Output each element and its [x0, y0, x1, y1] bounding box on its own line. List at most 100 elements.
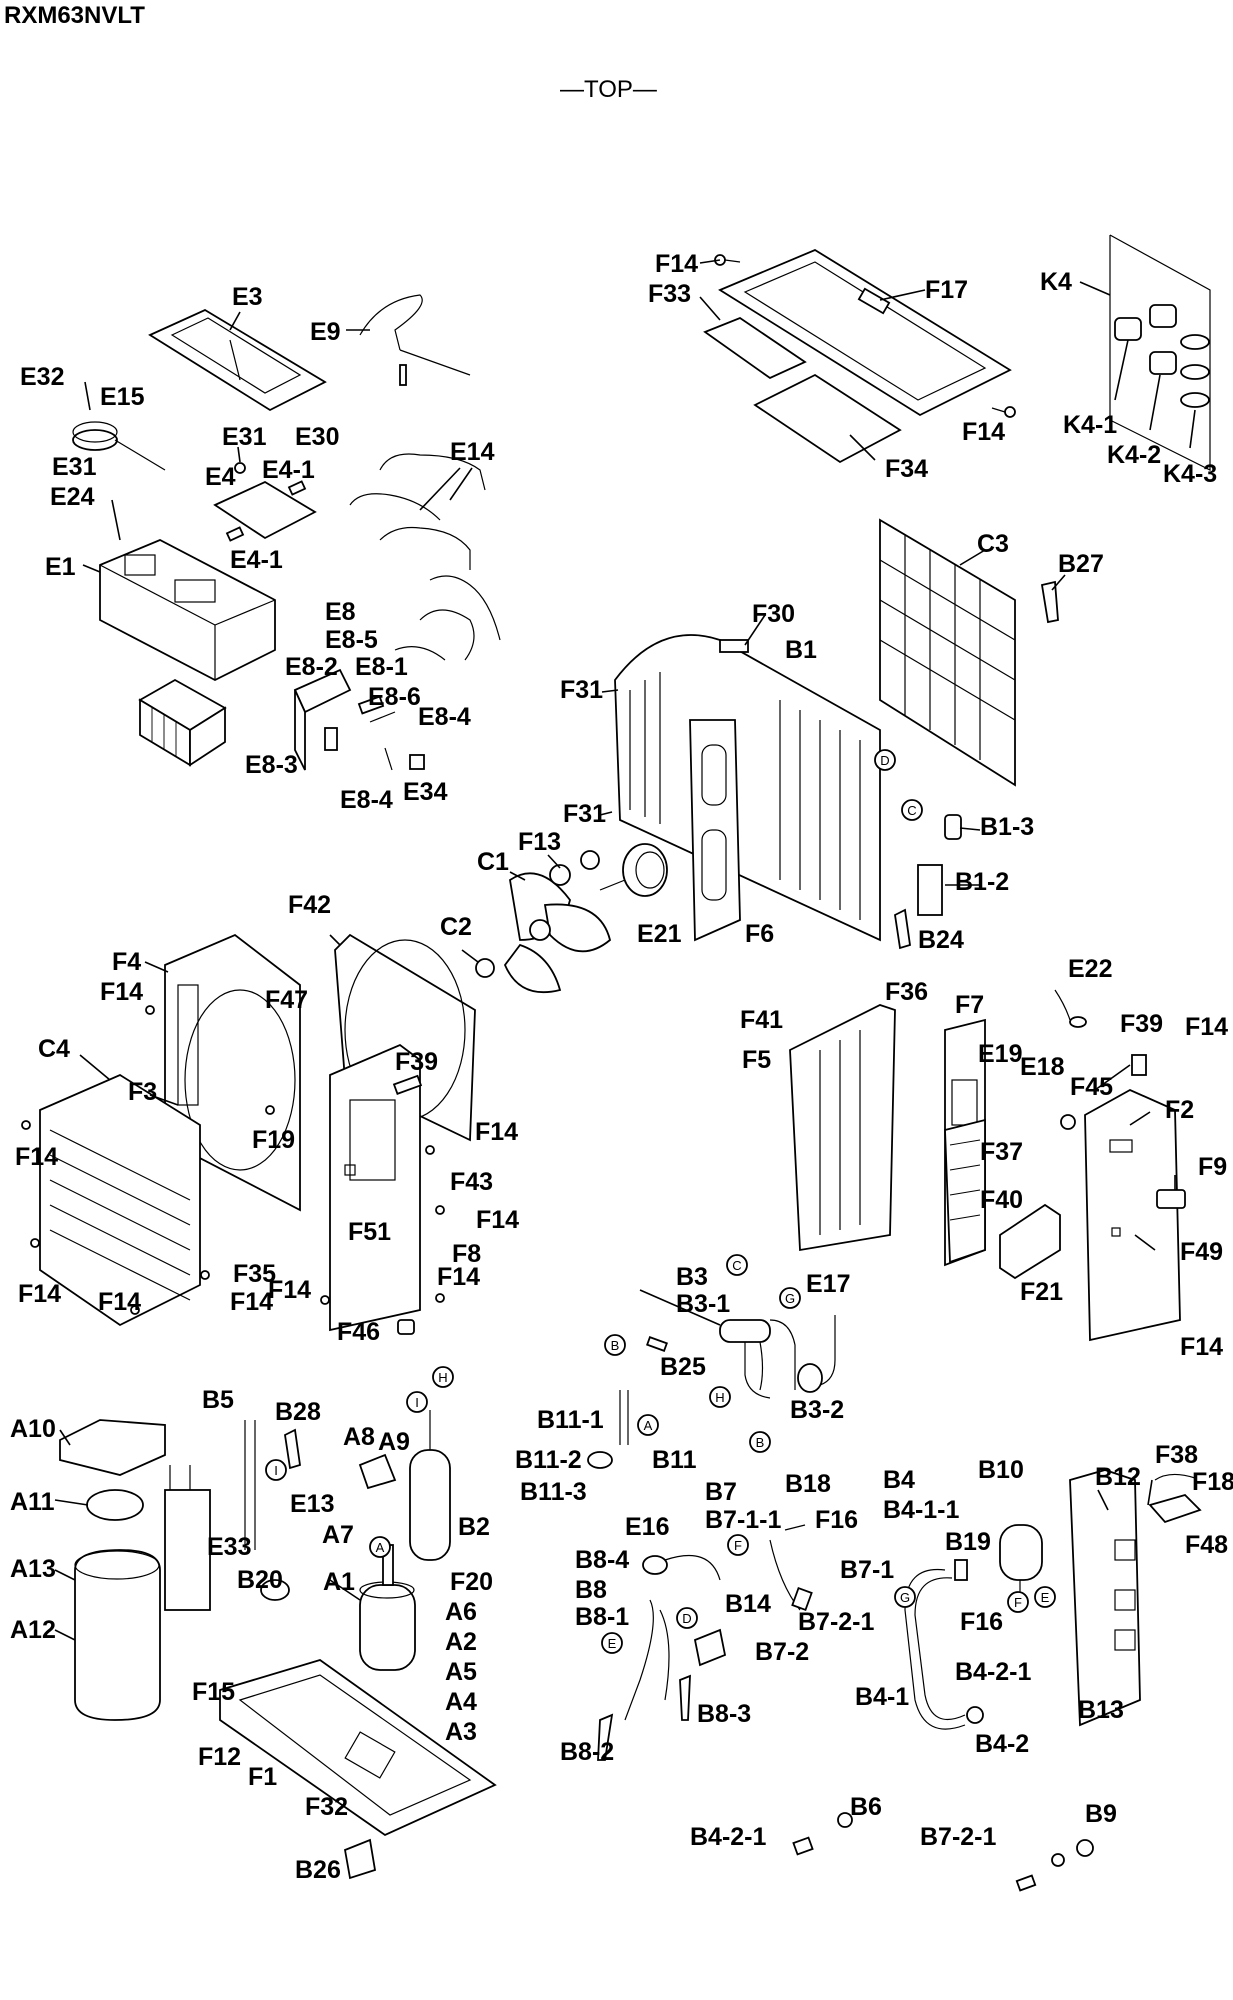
callout-e16: E16 — [625, 1513, 669, 1541]
callout-f34: F34 — [885, 455, 928, 483]
callout-f48: F48 — [1185, 1531, 1228, 1559]
callout-f7: F7 — [955, 991, 984, 1019]
callout-b11: B11 — [652, 1446, 697, 1474]
callout-c1: C1 — [477, 848, 509, 876]
callout-b4-2-1b: B4-2-1 — [690, 1823, 767, 1851]
callout-e1: E1 — [45, 553, 76, 581]
callout-b6: B6 — [850, 1793, 882, 1821]
callout-f42: F42 — [288, 891, 331, 919]
callout-a13: A13 — [10, 1555, 56, 1583]
callout-e17: E17 — [806, 1270, 850, 1298]
svg-text:D: D — [682, 1611, 691, 1626]
callout-f43: F43 — [450, 1168, 493, 1196]
callout-f14h: F14 — [18, 1280, 61, 1308]
model-title: RXM63NVLT — [4, 2, 145, 29]
callout-e32: E32 — [20, 363, 64, 391]
part-e14-wires — [349, 453, 501, 661]
callout-f17: F17 — [925, 276, 968, 304]
callout-b8-1: B8-1 — [575, 1603, 629, 1631]
svg-text:A: A — [376, 1540, 385, 1555]
part-f21-bracket — [999, 1203, 1061, 1280]
marker-h2: H — [432, 1366, 454, 1388]
svg-text:E: E — [608, 1636, 617, 1651]
svg-text:B: B — [611, 1338, 620, 1353]
part-e33-heater — [164, 1465, 211, 1611]
part-f18-f48-parts — [1148, 1473, 1202, 1524]
callout-e8-4a: E8-4 — [418, 703, 471, 731]
marker-i1: I — [406, 1391, 428, 1413]
callout-f41: F41 — [740, 1006, 783, 1034]
part-b13-pcb — [1069, 1469, 1141, 1727]
callout-f12: F12 — [198, 1743, 241, 1771]
callout-e4-1b: E4-1 — [230, 546, 283, 574]
callout-a1: A1 — [323, 1568, 355, 1596]
callout-a11: A11 — [10, 1488, 55, 1516]
callout-f16b: F16 — [960, 1608, 1003, 1636]
callout-a9: A9 — [378, 1428, 410, 1456]
callout-e30: E30 — [295, 423, 339, 451]
part-c1-fan — [503, 872, 612, 994]
callout-b8-2: B8-2 — [560, 1738, 614, 1766]
callout-f14j: F14 — [230, 1288, 273, 1316]
callout-b7-1-1: B7-1-1 — [705, 1506, 782, 1534]
callout-k4-2: K4-2 — [1107, 441, 1161, 469]
callout-f21: F21 — [1020, 1278, 1063, 1306]
part-e22-sensor — [1054, 989, 1087, 1028]
callout-e8-1: E8-1 — [355, 653, 408, 681]
callout-b1: B1 — [785, 636, 817, 664]
part-f8-front-panel — [329, 1043, 423, 1332]
callout-a7: A7 — [322, 1521, 354, 1549]
part-a10-a13-insulation — [59, 1419, 166, 1721]
callout-e31a: E31 — [222, 423, 267, 451]
callout-f5: F5 — [742, 1046, 771, 1074]
callout-f31b: F31 — [563, 800, 606, 828]
callout-k4-1: K4-1 — [1063, 411, 1117, 439]
part-c3-rear-grille — [879, 518, 1016, 787]
callout-f47: F47 — [265, 986, 308, 1014]
callout-f39a: F39 — [395, 1048, 438, 1076]
part-b2-accumulator — [409, 1410, 451, 1561]
callout-f14a: F14 — [655, 250, 698, 278]
callout-f38: F38 — [1155, 1441, 1198, 1469]
callout-labels: E3 E9 E32 E15 E31 E30 E4 E4-1 E31 E24 E1… — [10, 250, 1233, 1884]
callout-b4-2-1: B4-2-1 — [955, 1658, 1032, 1686]
marker-d1: D — [874, 749, 896, 771]
callout-b18: B18 — [785, 1470, 831, 1498]
callout-b4-2: B4-2 — [975, 1730, 1029, 1758]
callout-f1: F1 — [248, 1763, 277, 1791]
callout-k4: K4 — [1040, 268, 1072, 296]
callout-e8-2: E8-2 — [285, 653, 338, 681]
part-b10-filter — [999, 1524, 1043, 1600]
callout-e4: E4 — [205, 463, 236, 491]
part-b11-tube — [587, 1390, 629, 1469]
callout-e8-3: E8-3 — [245, 751, 298, 779]
marker-a2: A — [369, 1536, 391, 1558]
callout-f19: F19 — [252, 1126, 295, 1154]
svg-text:F: F — [1014, 1595, 1022, 1610]
callout-f45: F45 — [1070, 1073, 1113, 1101]
callout-e8: E8 — [325, 598, 356, 626]
callout-b8: B8 — [575, 1576, 607, 1604]
callout-f14m: F14 — [1180, 1333, 1223, 1361]
callout-a2: A2 — [445, 1628, 477, 1656]
svg-text:I: I — [274, 1463, 278, 1478]
callout-b11-1: B11-1 — [537, 1406, 604, 1434]
marker-b2: B — [749, 1431, 771, 1453]
callout-f9: F9 — [1198, 1153, 1227, 1181]
callout-f51: F51 — [348, 1218, 391, 1246]
callout-f14g: F14 — [437, 1263, 480, 1291]
callout-b7-2: B7-2 — [755, 1638, 809, 1666]
marker-b1: B — [604, 1334, 626, 1356]
part-f5-partition — [789, 1004, 896, 1252]
callout-f14d: F14 — [15, 1143, 58, 1171]
part-a8-cover — [358, 1453, 397, 1490]
callout-c4: C4 — [38, 1035, 70, 1063]
callout-e15: E15 — [100, 383, 145, 411]
callout-f46: F46 — [337, 1318, 380, 1346]
callout-f20: F20 — [450, 1568, 493, 1596]
callout-f13: F13 — [518, 828, 561, 856]
part-f17-top-panel — [718, 248, 1012, 417]
marker-g2: G — [894, 1586, 916, 1608]
part-f39-clip — [1131, 1054, 1147, 1076]
part-k4-fittings — [1114, 304, 1210, 408]
